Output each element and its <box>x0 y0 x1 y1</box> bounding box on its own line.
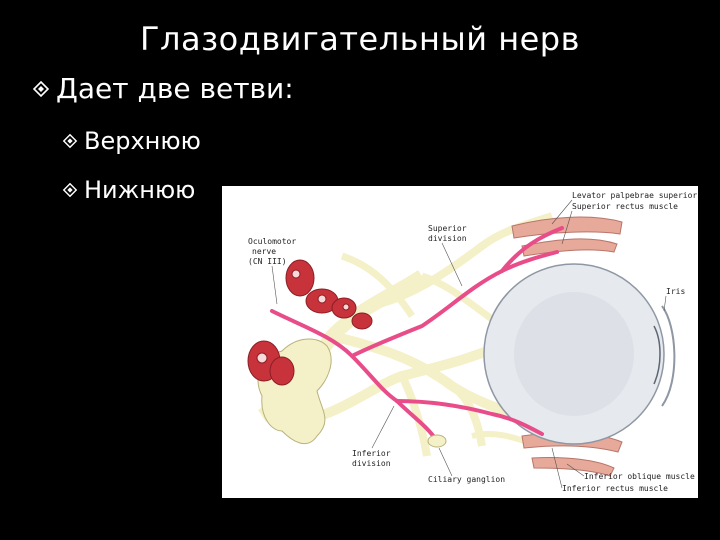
label-inferior-rectus: Inferior rectus muscle <box>562 484 668 493</box>
oculomotor-nerve-diagram: Oculomotor nerve (CN III) Superior divis… <box>222 186 698 498</box>
artery-cluster <box>247 259 373 386</box>
diamond-bullet-icon <box>62 176 78 204</box>
bullet-text: Дает две ветви: <box>56 72 294 105</box>
label-oculomotor-1: Oculomotor <box>248 237 296 246</box>
diamond-bullet-icon <box>32 72 50 105</box>
label-levator: Levator palpebrae superioris <box>572 191 698 200</box>
ciliary-ganglion <box>427 434 447 448</box>
label-inferior-division-2: division <box>352 459 391 468</box>
label-inferior-division-1: Inferior <box>352 449 391 458</box>
label-oculomotor-2: nerve <box>252 247 276 256</box>
leader-lines <box>271 199 667 489</box>
label-inferior-oblique: Inferior oblique muscle <box>584 472 695 481</box>
bullet-level2: Верхнюю <box>62 127 201 155</box>
bullet-level2: Нижнюю <box>62 176 195 204</box>
oculomotor-nerve <box>270 226 564 443</box>
bullet-text: Верхнюю <box>84 127 201 155</box>
bullet-level1: Дает две ветви: <box>32 72 294 105</box>
label-superior-rectus: Superior rectus muscle <box>572 202 678 211</box>
label-ciliary-ganglion: Ciliary ganglion <box>428 475 505 484</box>
diagram-svg: Oculomotor nerve (CN III) Superior divis… <box>247 191 698 493</box>
label-superior-division-1: Superior <box>428 224 467 233</box>
eyeball <box>483 263 676 445</box>
label-oculomotor-3: (CN III) <box>248 257 287 266</box>
slide-title: Глазодвигательный нерв <box>140 20 580 58</box>
diagram-labels: Oculomotor nerve (CN III) Superior divis… <box>248 191 698 493</box>
bullet-text: Нижнюю <box>84 176 196 204</box>
label-iris: Iris <box>666 287 685 296</box>
diamond-bullet-icon <box>62 127 78 155</box>
label-superior-division-2: division <box>428 234 467 243</box>
